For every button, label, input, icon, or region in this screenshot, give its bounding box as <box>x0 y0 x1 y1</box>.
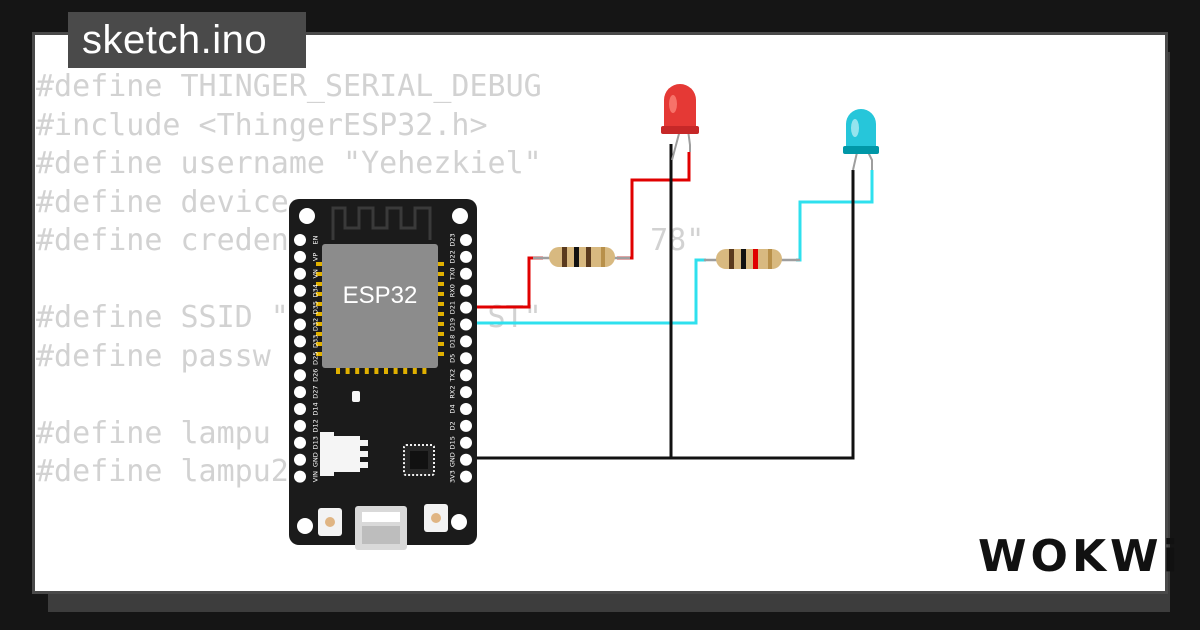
chip-label: ESP32 <box>343 282 418 309</box>
preview-card <box>32 32 1168 594</box>
pin-hole[interactable] <box>460 352 472 365</box>
pin-label: D22 <box>448 250 456 263</box>
pin-label: GND <box>448 452 456 467</box>
pin-hole[interactable] <box>294 267 306 280</box>
pin-label: D27 <box>311 385 319 398</box>
pin-hole[interactable] <box>460 403 472 415</box>
code-line: #define creden 78" <box>36 223 705 258</box>
pin-hole[interactable] <box>294 470 306 483</box>
pin-hole[interactable] <box>460 369 472 382</box>
pin-hole[interactable] <box>460 318 472 331</box>
pin-hole[interactable] <box>294 369 306 382</box>
pin-label: VIN <box>311 471 319 482</box>
esp32-module <box>322 244 438 368</box>
code-line: #define passw <box>36 338 271 374</box>
pin-label: D12 <box>311 419 319 432</box>
pin-hole[interactable] <box>294 419 306 432</box>
pin-hole[interactable] <box>294 436 306 449</box>
pin-label: D15 <box>448 436 456 449</box>
resistor-2[interactable] <box>704 249 800 269</box>
pin-hole[interactable] <box>460 250 472 263</box>
pin-label: D21 <box>448 301 456 314</box>
pin-hole[interactable] <box>294 284 306 297</box>
pin-label: D25 <box>311 352 319 365</box>
onboard-led <box>352 391 360 402</box>
pin-label: VP <box>311 253 319 261</box>
wokwi-logo[interactable]: WOKWi <box>978 531 1182 582</box>
pin-hole[interactable] <box>294 234 306 246</box>
pin-hole[interactable] <box>294 318 306 331</box>
wire-cyan[interactable] <box>464 170 874 325</box>
pin-hole[interactable] <box>460 234 472 246</box>
pin-label: EN <box>311 235 319 244</box>
voltage-regulator <box>320 432 368 476</box>
pin-hole[interactable] <box>460 386 472 399</box>
pin-label: D13 <box>311 436 319 449</box>
boot-button[interactable] <box>424 504 448 532</box>
pin-label: D4 <box>448 404 456 413</box>
code-line: #define device <box>36 184 289 220</box>
pin-label: D5 <box>448 354 456 363</box>
pin-label: D19 <box>448 318 456 331</box>
pin-label: RX0 <box>448 284 456 297</box>
module-pads <box>316 262 444 374</box>
en-button[interactable] <box>318 508 342 536</box>
led-red[interactable] <box>661 84 699 161</box>
pin-label: D14 <box>311 402 319 415</box>
pin-label: D35 <box>311 301 319 314</box>
pin-label: TX2 <box>448 369 456 383</box>
pin-label: D2 <box>448 421 456 430</box>
pin-label: D18 <box>448 335 456 348</box>
led-cyan[interactable] <box>843 109 879 171</box>
wire-red[interactable] <box>464 152 691 309</box>
code-line: #include <ThingerESP32.h> <box>36 107 488 143</box>
code-line: #define lampu <box>36 415 271 451</box>
pin-label: GND <box>311 452 319 467</box>
pin-hole[interactable] <box>460 470 472 483</box>
resistor-1[interactable] <box>533 247 630 267</box>
code-line: #define username "Yehezkiel" <box>36 146 542 181</box>
pin-hole[interactable] <box>294 453 306 466</box>
pin-label: TX0 <box>448 268 456 282</box>
pin-hole[interactable] <box>460 301 472 314</box>
pin-label: D32 <box>311 318 319 331</box>
pin-hole[interactable] <box>294 403 306 415</box>
code-line: #define SSID "W ST" <box>36 300 542 335</box>
pin-hole[interactable] <box>460 419 472 432</box>
pin-label: D34 <box>311 284 319 297</box>
pin-hole[interactable] <box>294 352 306 365</box>
code-line: #define THINGER_SERIAL_DEBUG <box>36 69 542 104</box>
right-pin-header[interactable] <box>460 234 472 483</box>
code-preview: #define THINGER_SERIAL_DEBUG#include <Th… <box>36 68 704 492</box>
pin-hole[interactable] <box>460 453 472 466</box>
usb-serial-chip <box>403 444 435 476</box>
pin-hole[interactable] <box>460 436 472 449</box>
pin-hole[interactable] <box>460 284 472 297</box>
pin-label: D33 <box>311 335 319 348</box>
pin-label: D26 <box>311 369 319 382</box>
pin-hole[interactable] <box>294 250 306 263</box>
file-tab[interactable]: sketch.ino <box>68 12 306 68</box>
wire-gnd[interactable] <box>464 144 855 460</box>
code-line: #define lampu2 <box>36 454 289 489</box>
esp32-board[interactable]: ESP32 ENVPVND34D35D32D33D25D26D27D14D12D… <box>289 199 477 550</box>
pin-label: VN <box>311 269 319 278</box>
left-pin-header[interactable] <box>294 234 306 483</box>
micro-usb-port[interactable] <box>355 506 407 550</box>
pin-label: RX2 <box>448 386 456 399</box>
pin-label: 3V3 <box>448 470 456 483</box>
pin-hole[interactable] <box>294 335 306 348</box>
pin-hole[interactable] <box>460 267 472 280</box>
pin-hole[interactable] <box>294 386 306 399</box>
pin-hole[interactable] <box>294 301 306 314</box>
pin-label: D23 <box>448 233 456 246</box>
pin-hole[interactable] <box>460 335 472 348</box>
